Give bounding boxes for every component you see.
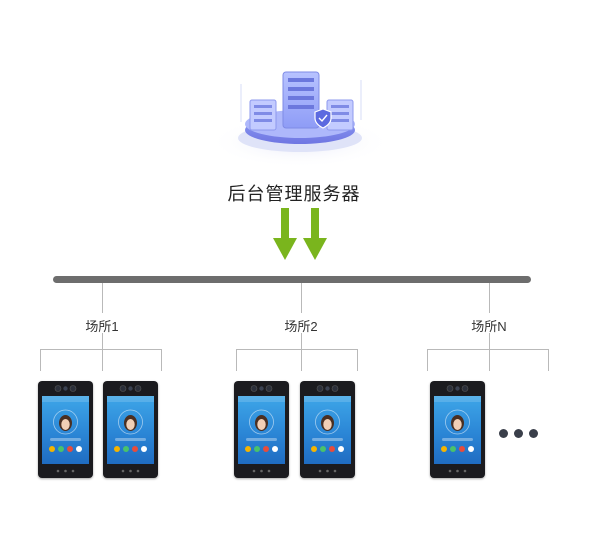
- camera-bar: [103, 381, 158, 396]
- bus-drop: [102, 283, 103, 313]
- face-recognition-terminal: [300, 381, 355, 478]
- face-recognition-terminal: [234, 381, 289, 478]
- face-recognition-terminal: [430, 381, 485, 478]
- server-stack-icon: [208, 71, 392, 168]
- server-illustration: [205, 62, 395, 172]
- server-title: 后台管理服务器: [227, 184, 361, 204]
- sensor-bar: [430, 464, 485, 478]
- bus-drop: [301, 283, 302, 313]
- sensor-bar: [300, 464, 355, 478]
- face-recognition-terminal: [38, 381, 93, 478]
- sensor-bar: [234, 464, 289, 478]
- camera-bar: [430, 381, 485, 396]
- downlink-arrows: [273, 208, 327, 260]
- terminal-screen: [42, 396, 89, 464]
- arrow-down-icon: [303, 208, 327, 260]
- bus-drop: [489, 283, 490, 313]
- terminal-screen: [434, 396, 481, 464]
- ellipsis-icon: [499, 425, 544, 443]
- camera-bar: [234, 381, 289, 396]
- camera-bar: [38, 381, 93, 396]
- terminal-screen: [107, 396, 154, 464]
- camera-bar: [300, 381, 355, 396]
- site-label-1: 场所1: [85, 319, 119, 334]
- site-label-2: 场所2: [284, 319, 318, 334]
- terminal-screen: [238, 396, 285, 464]
- site-label-n: 场所N: [471, 319, 507, 334]
- face-recognition-terminal: [103, 381, 158, 478]
- network-bus: [53, 276, 531, 283]
- sensor-bar: [38, 464, 93, 478]
- terminal-screen: [304, 396, 351, 464]
- arrow-down-icon: [273, 208, 297, 260]
- sensor-bar: [103, 464, 158, 478]
